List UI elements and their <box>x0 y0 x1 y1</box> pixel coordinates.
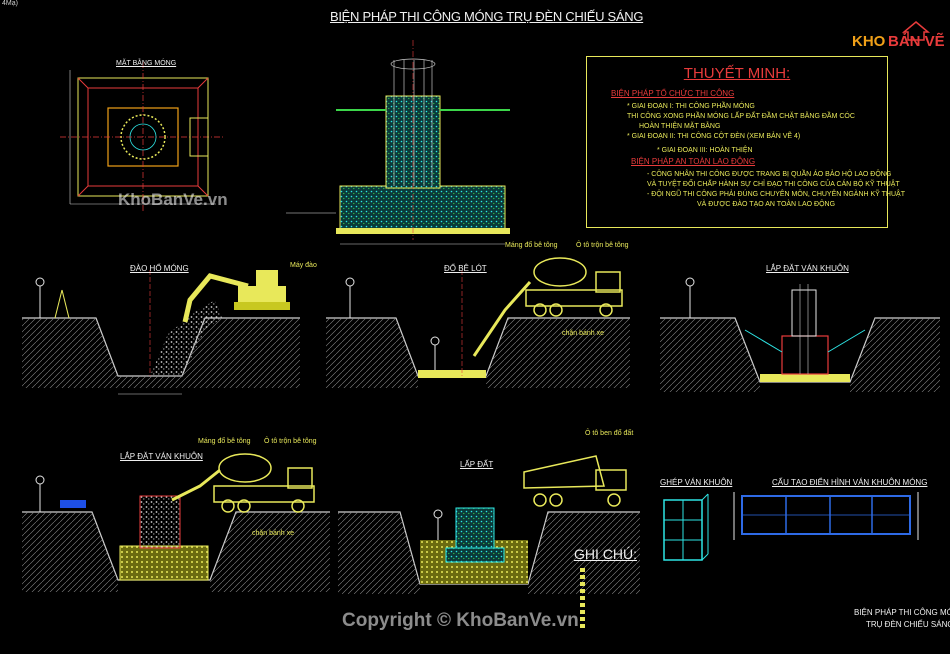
footer-caption-1: BIỆN PHÁP THI CÔNG MÓNG <box>854 608 950 617</box>
step1-title: ĐÀO HỐ MÓNG <box>130 264 189 273</box>
formwork-detail <box>733 492 919 540</box>
explanation-line: HOÀN THIỆN MẶT BẰNG <box>639 123 721 130</box>
foundation-section <box>286 40 510 245</box>
explanation-line: VÀ ĐƯỢC ĐÀO TẠO AN TOÀN LAO ĐỘNG <box>697 201 836 208</box>
corner-text: 4Mạ) <box>2 0 18 7</box>
plan-title: MẶT BẰNG MÓNG <box>116 60 177 67</box>
page-title: BIỆN PHÁP THI CÔNG MÓNG TRỤ ĐÈN CHIẾU SÁ… <box>330 9 644 24</box>
step1-excavation <box>22 270 300 395</box>
notes-title: GHI CHÚ: <box>574 546 637 562</box>
step2-title: ĐỔ BÊ LÓT <box>444 264 487 273</box>
explanation-section2: BIỆN PHÁP AN TOÀN LAO ĐỘNG <box>631 157 756 166</box>
footer-caption-2: TRỤ ĐÈN CHIẾU SÁNG <box>866 620 950 629</box>
pump-label: Máng đổ bê tông <box>505 242 558 249</box>
khobanve-logo: KHO BẢN VẼ <box>848 20 945 55</box>
dump-label: Ô tô ben đổ đất <box>585 430 634 437</box>
watermark-top: KhoBanVe.vn <box>118 190 228 209</box>
chock2-label: chặn bánh xe <box>252 530 295 537</box>
explanation-title: THUYẾT MINH: <box>683 65 791 82</box>
explanation-line: - ĐỘI NGŨ THI CÔNG PHẢI ĐÚNG CHUYÊN MÔN,… <box>647 191 905 198</box>
step5-title: LẤP ĐẤT <box>460 460 494 469</box>
explanation-line: * GIAI ĐOẠN III: HOÀN THIỆN <box>657 147 753 154</box>
pump2-label: Máng đổ bê tông <box>198 438 251 445</box>
step3-formwork <box>660 277 940 392</box>
explanation-line: * GIAI ĐOẠN I: THI CÔNG PHẦN MÓNG <box>627 103 755 110</box>
logo-icon: KHO BẢN VẼ <box>852 21 945 50</box>
step4-title: LẮP ĐẶT VÁN KHUÔN <box>120 452 203 461</box>
explanation-line: THI CÔNG XONG PHẦN MÓNG LẤP ĐẤT ĐẦM CHẶT… <box>627 113 855 120</box>
chock-label: chặn bánh xe <box>562 330 605 337</box>
formwork-detail-title: CẤU TẠO ĐIỂN HÌNH VÁN KHUÔN MÓNG <box>772 478 928 487</box>
explanation-line: VÀ TUYỆT ĐỐI CHẤP HÀNH SỰ CHỈ ĐẠO THI CÔ… <box>647 181 900 188</box>
step5-backfill <box>338 455 640 594</box>
svg-text:BẢN VẼ: BẢN VẼ <box>888 32 944 50</box>
mixer-label: Ô tô trộn bê tông <box>576 242 629 249</box>
explanation-line: - CÔNG NHÂN THI CÔNG ĐƯỢC TRANG BỊ QUẦN … <box>647 171 892 178</box>
step3-title: LẮP ĐẶT VÁN KHUÔN <box>766 264 849 273</box>
mixer2-label: Ô tô trộn bê tông <box>264 438 317 445</box>
excavator-label: Máy đào <box>290 262 317 269</box>
step4-formwork-pour <box>22 453 330 592</box>
formwork-title: GHÉP VÁN KHUÔN <box>660 478 733 487</box>
explanation-panel: THUYẾT MINH: BIỆN PHÁP TỔ CHỨC THI CÔNG … <box>586 56 905 228</box>
formwork-panel <box>663 493 709 561</box>
explanation-line: * GIAI ĐOẠN II: THI CÔNG CỘT ĐÈN (XEM BẢ… <box>627 133 801 140</box>
foundation-plan <box>60 62 224 212</box>
step2-lean-concrete <box>326 257 630 388</box>
svg-text:KHO: KHO <box>852 33 886 50</box>
notes-legend <box>580 568 585 628</box>
watermark-bottom: Copyright © KhoBanVe.vn <box>342 610 579 631</box>
explanation-section1: BIỆN PHÁP TỔ CHỨC THI CÔNG <box>611 89 735 98</box>
